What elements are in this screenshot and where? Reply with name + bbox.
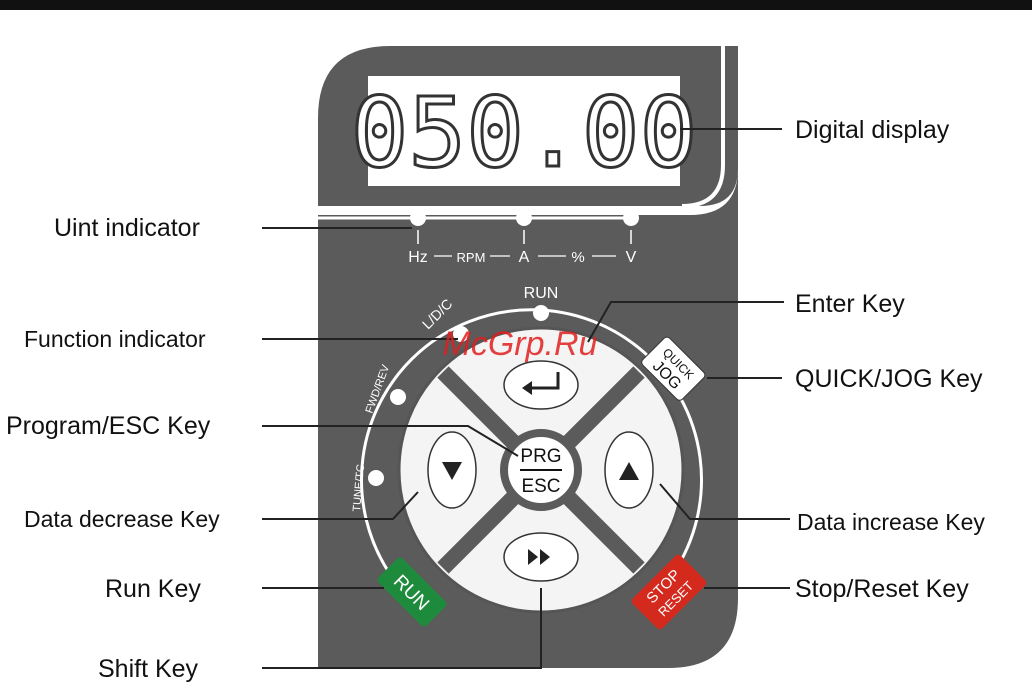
callout-run-key: Run Key: [105, 575, 201, 603]
fwdrev-indicator-led: [390, 389, 406, 405]
callout-program-esc-key: Program/ESC Key: [6, 412, 211, 440]
callout-shift-key: Shift Key: [98, 655, 199, 683]
callout-data-decrease-key: Data decrease Key: [24, 506, 220, 532]
watermark: McGrp.Ru: [443, 325, 598, 363]
run-indicator-led: [533, 305, 549, 321]
tunetc-indicator-led: [368, 470, 384, 486]
esc-label: ESC: [521, 476, 560, 497]
unit-led-a: [516, 210, 532, 226]
unit-hz: Hz: [408, 249, 428, 266]
callout-enter-key: Enter Key: [795, 290, 905, 318]
shift-key[interactable]: [504, 533, 578, 581]
data-decrease-key[interactable]: [428, 432, 476, 508]
unit-v: V: [626, 249, 637, 266]
run-indicator-label: RUN: [524, 285, 559, 302]
callout-function-indicator: Function indicator: [24, 326, 206, 352]
callout-stop-reset-key: Stop/Reset Key: [795, 575, 969, 603]
unit-pct: %: [571, 249, 584, 266]
callout-quick-jog-key: QUICK/JOG Key: [795, 365, 983, 393]
unit-led-hz: [410, 210, 426, 226]
unit-rpm: RPM: [457, 250, 486, 265]
enter-key[interactable]: [504, 361, 578, 409]
callout-unit-indicator: Uint indicator: [54, 214, 200, 242]
prg-label: PRG: [520, 446, 561, 467]
top-border: [0, 0, 1032, 10]
unit-led-v: [623, 210, 639, 226]
data-increase-key[interactable]: [605, 432, 653, 508]
callout-data-increase-key: Data increase Key: [797, 509, 985, 535]
unit-a: A: [519, 249, 530, 266]
prg-esc-key[interactable]: PRG ESC: [504, 433, 578, 507]
callout-digital-display: Digital display: [795, 116, 950, 144]
display-value: 050.00: [351, 77, 698, 189]
